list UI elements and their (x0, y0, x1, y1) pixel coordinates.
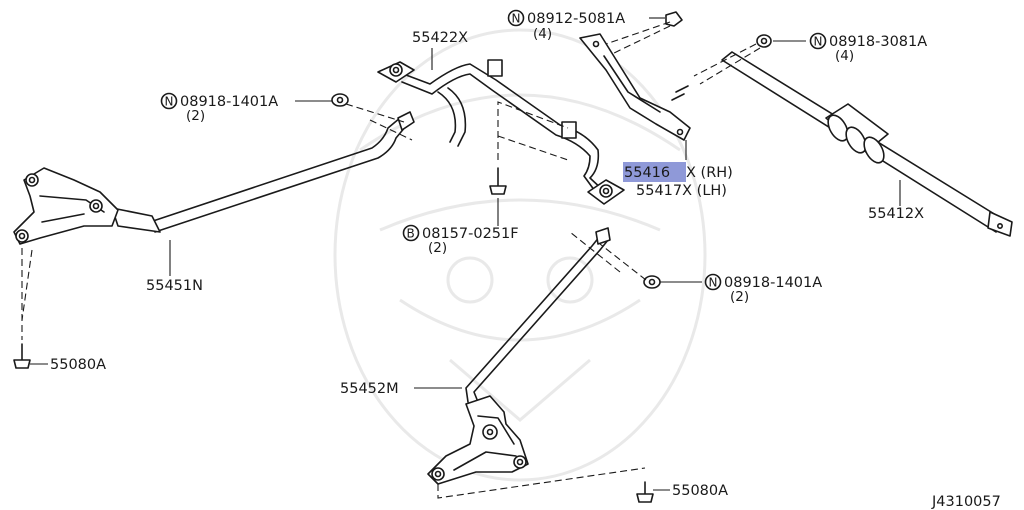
fasteners (13, 11, 772, 503)
label-08918-1401a-upper[interactable]: 08918-1401A (180, 94, 278, 110)
n-circle-icon (160, 92, 178, 110)
n-circle-icon (809, 32, 827, 50)
qty-08918-1401a-upper: (2) (186, 108, 205, 124)
label-55080a-left[interactable]: 55080A (50, 357, 106, 373)
n-circle-icon (704, 273, 722, 291)
n-prefix: N (814, 35, 823, 49)
n-prefix: N (512, 12, 521, 26)
qty-08157-0251f: (2) (428, 240, 447, 256)
stabilizer-bar (377, 59, 625, 205)
label-55080a-bottom[interactable]: 55080A (672, 483, 728, 499)
label-55416x-number[interactable]: 55416 (624, 165, 670, 181)
label-08157-0251f[interactable]: 08157-0251F (422, 226, 519, 242)
b-circle-icon (402, 224, 420, 242)
label-08918-3081a[interactable]: 08918-3081A (829, 34, 927, 50)
n-prefix: N (709, 276, 718, 290)
label-08918-1401a-lower[interactable]: 08918-1401A (724, 275, 822, 291)
n-circle-icon (507, 9, 525, 27)
qty-08918-1401a-lower: (2) (730, 289, 749, 305)
b-prefix: B (407, 227, 415, 241)
highlight-55416x (623, 162, 686, 182)
label-08912-5081a[interactable]: 08912-5081A (527, 11, 625, 27)
label-55412x[interactable]: 55412X (868, 206, 924, 222)
link-rod-55452m (465, 227, 611, 403)
strut-rod-55412x (721, 51, 1013, 237)
link-rod-55451n (111, 111, 415, 233)
leader-lines (30, 17, 901, 491)
diagram-id: J4310057 (931, 494, 1001, 510)
part-labels: 55422X N 08912-5081A (4) N 08918-3081A (… (50, 9, 1001, 510)
qty-08912-5081a: (4) (533, 26, 552, 42)
qty-08918-3081a: (4) (835, 48, 854, 64)
label-55422x[interactable]: 55422X (412, 30, 468, 46)
label-55451n[interactable]: 55451N (146, 278, 203, 294)
watermark-emblem (333, 28, 707, 482)
label-55452m[interactable]: 55452M (340, 381, 399, 397)
lower-arm-left (13, 167, 119, 245)
label-55417x[interactable]: 55417X (LH) (636, 183, 727, 199)
bracket-55416x (579, 33, 691, 141)
n-prefix: N (165, 95, 174, 109)
assembly-dashed-lines (21, 21, 761, 499)
label-55416x-suffix: X (RH) (686, 165, 733, 181)
lower-arm-bottom (427, 395, 529, 485)
